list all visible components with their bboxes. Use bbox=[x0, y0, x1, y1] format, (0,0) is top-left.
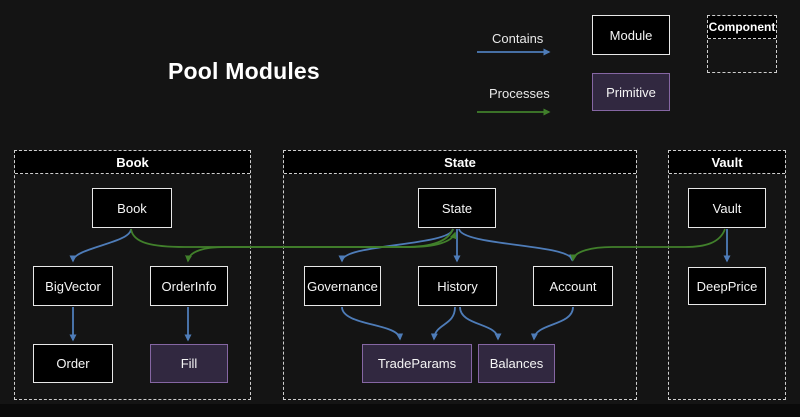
node-vault: Vault bbox=[688, 188, 766, 228]
node-deepprice-label: DeepPrice bbox=[697, 279, 758, 294]
legend-primitive-box: Primitive bbox=[592, 73, 670, 111]
container-vault-header: Vault bbox=[669, 151, 785, 174]
node-governance-label: Governance bbox=[307, 279, 378, 294]
legend-component-label: Component bbox=[708, 16, 776, 39]
node-tradeparams: TradeParams bbox=[362, 344, 472, 383]
node-history: History bbox=[418, 266, 497, 306]
node-orderinfo-label: OrderInfo bbox=[162, 279, 217, 294]
node-fill: Fill bbox=[150, 344, 228, 383]
bottom-bar bbox=[0, 404, 800, 417]
node-bigvector: BigVector bbox=[33, 266, 113, 306]
legend-module-box: Module bbox=[592, 15, 670, 55]
node-history-label: History bbox=[437, 279, 477, 294]
node-state: State bbox=[418, 188, 496, 228]
node-book-label: Book bbox=[117, 201, 147, 216]
container-book-header: Book bbox=[15, 151, 250, 174]
container-state-header: State bbox=[284, 151, 636, 174]
legend-contains-label: Contains bbox=[492, 31, 543, 46]
node-fill-label: Fill bbox=[181, 356, 198, 371]
node-state-label: State bbox=[442, 201, 472, 216]
node-balances: Balances bbox=[478, 344, 555, 383]
node-governance: Governance bbox=[304, 266, 381, 306]
node-deepprice: DeepPrice bbox=[688, 267, 766, 305]
node-bigvector-label: BigVector bbox=[45, 279, 101, 294]
legend-processes-label: Processes bbox=[489, 86, 550, 101]
legend-module-label: Module bbox=[610, 28, 653, 43]
page-title: Pool Modules bbox=[168, 58, 368, 85]
node-account-label: Account bbox=[550, 279, 597, 294]
node-vault-label: Vault bbox=[713, 201, 742, 216]
node-orderinfo: OrderInfo bbox=[150, 266, 228, 306]
legend-primitive-label: Primitive bbox=[606, 85, 656, 100]
legend-component-box: Component bbox=[707, 15, 777, 73]
node-balances-label: Balances bbox=[490, 356, 543, 371]
node-order: Order bbox=[33, 344, 113, 383]
node-book: Book bbox=[92, 188, 172, 228]
node-account: Account bbox=[533, 266, 613, 306]
node-order-label: Order bbox=[56, 356, 89, 371]
node-tradeparams-label: TradeParams bbox=[378, 356, 456, 371]
